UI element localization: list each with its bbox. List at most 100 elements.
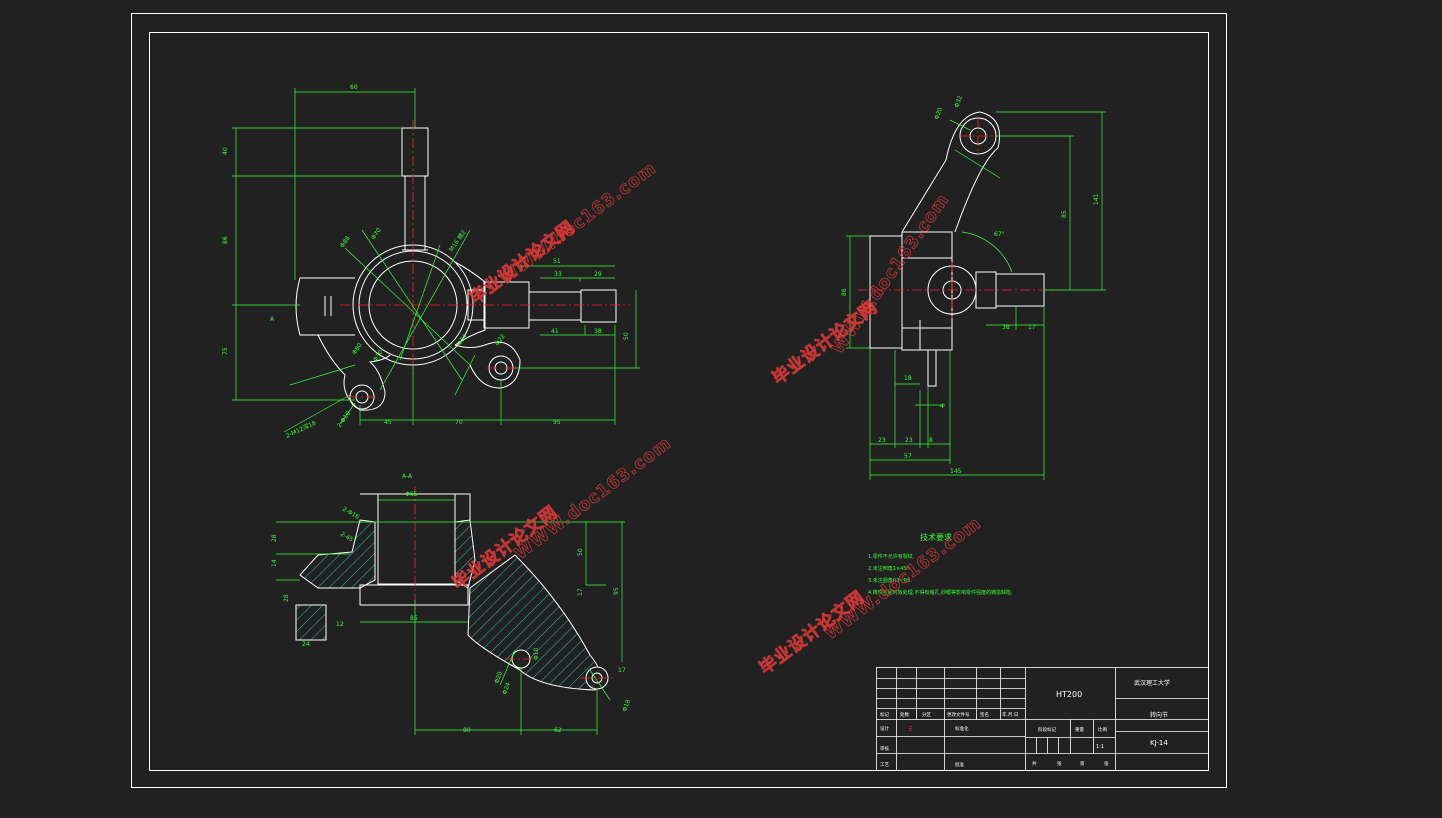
tech-req-item-2: 2.未注倒角1×45°. [868, 565, 911, 572]
tb-sheet-word: 张 [1057, 760, 1062, 767]
watermark-url: WWW.doc163.com [821, 513, 985, 644]
side-dim-67deg: 67° [994, 231, 1005, 238]
dim-bottom-95: 95 [553, 419, 561, 426]
front-dimensions [232, 88, 640, 433]
sec-dim-80: 80 [463, 727, 471, 734]
tb-sheet-word2: 张 [1104, 760, 1109, 767]
sec-dim-phi18: Φ18 [621, 699, 632, 713]
dim-top-width: 60 [350, 84, 358, 91]
dim-right-29: 29 [594, 271, 602, 278]
dim-right-50: 50 [623, 332, 630, 340]
callout-phi70: Φ70 [370, 227, 383, 241]
tech-req-item-1: 1.零件不允许有裂纹. [868, 553, 915, 560]
title-block [876, 667, 1209, 771]
sec-dim-phi65: Φ65 [405, 491, 418, 498]
side-dim-85: 85 [1061, 210, 1068, 218]
sec-dim-17b: 17 [618, 667, 626, 674]
side-dim-phi20: Φ20 [933, 107, 944, 121]
tb-school: 武汉理工大学 [1134, 679, 1170, 687]
tb-designer-name: 王 [908, 726, 913, 732]
tb-sheet-no: 第 [1080, 760, 1085, 767]
sec-dim-28a: 28 [271, 534, 278, 542]
dim-right-51: 51 [553, 258, 561, 265]
side-dim-phi32: Φ32 [953, 95, 964, 109]
technical-requirements: 技术要求 1.零件不允许有裂纹. 2.未注倒角1×45°. 3.未注圆角R3~R… [868, 532, 1013, 596]
side-dim-38: 38 [1002, 324, 1010, 331]
side-bottom-stem [927, 349, 937, 387]
tb-label-stage: 阶段标记 [1038, 726, 1056, 733]
tb-label-approve: 批准 [955, 761, 964, 768]
side-dim-57: 57 [904, 453, 912, 460]
tb-label-count: 处数 [900, 711, 909, 718]
tb-label-mark: 标记 [880, 711, 889, 718]
sec-dim-50: 50 [577, 548, 584, 556]
side-dim-18: 18 [904, 375, 912, 382]
dim-bottom-45: 45 [384, 419, 392, 426]
dim-left-shaft-len: 40 [222, 147, 229, 155]
tb-drawing-number: KJ-14 [1150, 739, 1168, 747]
inner-sheet-border [149, 32, 1209, 771]
upper-shaft [401, 127, 429, 177]
tb-label-review: 审核 [880, 745, 889, 752]
title-block-text: HT200 武汉理工大学 转向节 KJ-14 1:1 标记 处数 分区 更改文件… [880, 679, 1170, 768]
sec-dim-14: 14 [271, 559, 278, 567]
side-centerlines [858, 118, 1058, 318]
dim-left-mid: 86 [222, 236, 229, 244]
sec-dim-17a: 17 [577, 588, 584, 596]
sec-dim-24: 24 [302, 641, 310, 648]
dim-bottom-70: 70 [455, 419, 463, 426]
side-dim-141: 141 [1093, 193, 1100, 205]
section-centerlines [414, 486, 615, 679]
sec-dim-12: 12 [336, 621, 344, 628]
sec-dim-phi24: Φ24 [501, 682, 512, 696]
tb-label-standardize: 标准化 [955, 725, 969, 732]
view-marker-a: A [270, 316, 275, 323]
tb-label-designer: 设计 [880, 725, 889, 732]
callout-m16: M16 精2 [447, 228, 468, 253]
tech-req-item-3: 3.未注圆角R3~R5. [868, 577, 912, 584]
side-dim-23b: 23 [905, 437, 913, 444]
dim-right-41: 41 [551, 328, 559, 335]
sec-dim-85: 85 [410, 615, 418, 622]
tb-material: HT200 [1056, 690, 1082, 699]
sec-dim-phi10: Φ10 [533, 647, 540, 660]
right-axle-step2 [528, 291, 582, 321]
side-dim-86: 86 [841, 288, 848, 296]
tb-label-date: 年.月.日 [1002, 711, 1018, 718]
watermark-cn: 毕业设计论文网 [755, 586, 868, 679]
dim-right-33: 33 [554, 271, 562, 278]
front-dimension-text: 60 40 86 75 45 70 95 51 33 29 41 38 50 Φ… [222, 84, 630, 440]
left-boss [295, 277, 355, 336]
dim-left-low: 75 [222, 347, 229, 355]
dim-right-38: 38 [594, 328, 602, 335]
tb-label-weight: 重量 [1075, 726, 1084, 733]
side-dim-23a: 23 [878, 437, 886, 444]
sec-dim-2-phi16: 2-Φ16 [341, 506, 361, 521]
tb-label-scale: 比例 [1098, 726, 1107, 733]
tb-scale: 1:1 [1096, 744, 1104, 750]
sec-dim-phi20: Φ20 [493, 671, 504, 685]
tb-part-name: 转向节 [1150, 711, 1168, 719]
side-dimension-text: Φ20 Φ32 85 141 67° 86 38 17 18 4 23 23 8… [841, 95, 1100, 475]
callout-phi88: Φ88 [339, 235, 352, 249]
section-title: A-A [402, 473, 413, 480]
sec-dim-2-45: 2-45° [339, 531, 357, 545]
callout-2-phi10: 2-Φ10 [336, 410, 352, 429]
sec-dim-95: 95 [613, 587, 620, 595]
sec-dim-62: 62 [554, 727, 562, 734]
watermark-url: WWW.doc163.com [511, 433, 675, 564]
callout-phi22: Φ22 [494, 333, 507, 347]
tb-label-signature: 签名 [980, 711, 989, 718]
tb-label-zone: 分区 [922, 711, 931, 718]
side-dim-8: 8 [929, 437, 933, 444]
side-dim-17: 17 [1028, 324, 1036, 331]
tb-label-change: 更改文件号 [947, 711, 970, 718]
tb-label-process: 工艺 [880, 762, 889, 768]
watermark-url: WWW.doc163.com [496, 158, 660, 289]
tech-req-title: 技术要求 [920, 532, 952, 542]
outer-sheet-border [131, 13, 1227, 788]
sec-dim-28b: 28 [283, 594, 290, 602]
front-centerlines [340, 120, 630, 398]
callout-phi80: Φ80 [351, 342, 364, 356]
section-bore [377, 493, 456, 585]
